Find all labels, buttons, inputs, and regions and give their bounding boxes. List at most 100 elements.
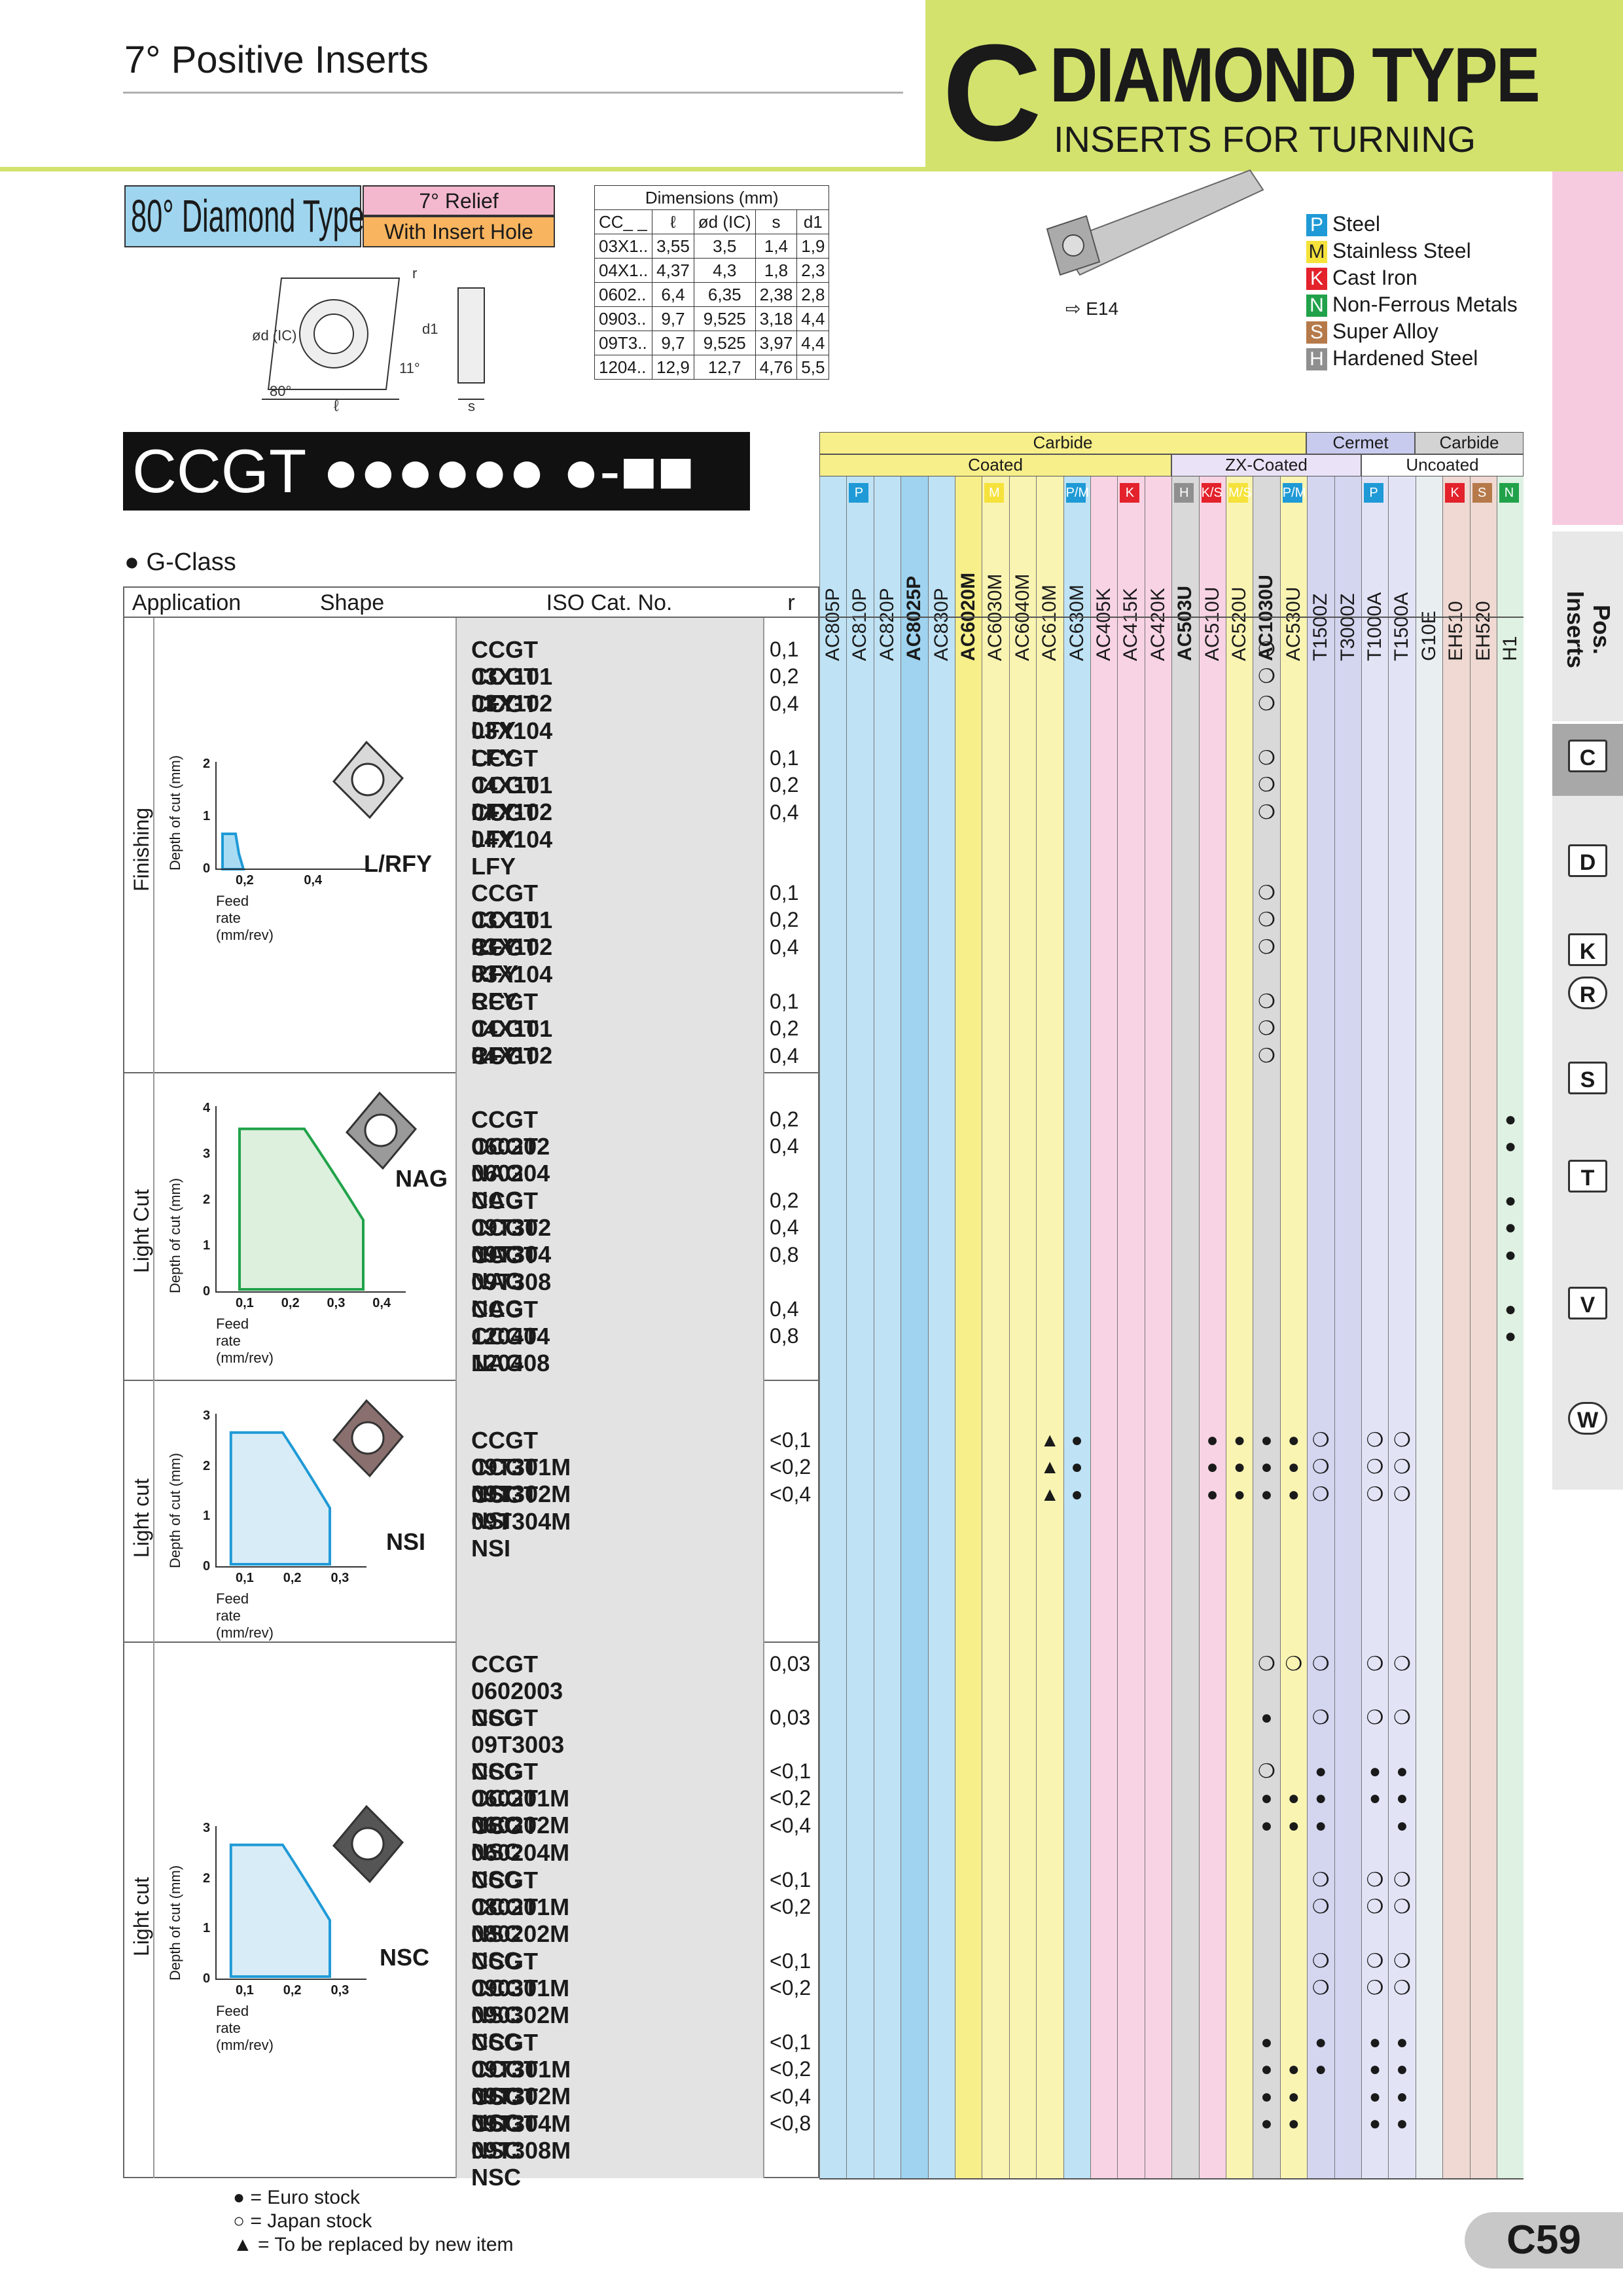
tab-letter-c[interactable]: C [1568,740,1607,772]
grade-column-band [1415,476,1443,2178]
grade-column-band [1117,476,1145,2178]
availability-mark: ❍ [1393,1653,1411,1675]
grade-label: AC530U [1282,586,1304,661]
class-key-chip: K [1445,483,1465,503]
grade-label: AC630M [1065,584,1088,661]
dim-cell: 0602.. [594,282,653,307]
iso-cat-no: CCGT 09T302M NSI [471,1454,571,1535]
grade-label: H1 [1499,636,1521,661]
graph-ytick: 3 [203,1821,211,1835]
tab-letter-v[interactable]: V [1568,1287,1607,1319]
r-label: r [412,265,417,281]
grade-column-band [1144,476,1172,2178]
grade-column-band [1469,476,1497,2178]
iso-cat-no: CCGT 04X101 LFY [471,745,553,825]
material-key: M [1306,241,1327,263]
d1-label: d1 [422,321,438,337]
dim-cell: 3,18 [755,306,798,331]
corner-radius: 0,2 [770,908,799,932]
grade-column-band [873,476,901,2178]
availability-mark: ● [1396,2112,1408,2134]
grade-label: AC405K [1093,588,1115,661]
iso-cat-no: CCGT 03X102 LFY [471,663,553,744]
tab-letter-d[interactable]: D [1568,844,1607,877]
availability-mark: ❍ [1257,1018,1275,1040]
availability-mark: ● [1260,1707,1273,1729]
graph-ytick: 1 [203,1238,211,1253]
tab-letter-t[interactable]: T [1568,1160,1607,1193]
grade-column-band [1442,476,1470,2178]
material-label: Stainless Steel [1332,239,1471,262]
tab-letter-k[interactable]: K [1568,933,1607,966]
class-key-chip: K [1120,483,1140,503]
graph-xtick: 0,4 [304,873,323,888]
header-right-band [925,0,1623,171]
graph-ytick: 3 [203,1408,211,1423]
r-divider [763,1381,764,1643]
tab-letter-r[interactable]: R [1568,977,1607,1009]
iso-cat-no: CCGT 09T302M NSC [471,2056,571,2137]
graph-ytick: 0 [203,1971,211,1986]
availability-mark: ● [1071,1429,1083,1451]
tab-letter-w[interactable]: W [1568,1402,1607,1435]
availability-mark: ● [1368,1787,1382,1810]
availability-mark: ❍ [1257,1761,1275,1782]
grade-column-band [1036,476,1063,2178]
availability-mark: ● [1260,2058,1273,2081]
graph-ytick: 1 [203,809,211,823]
section-subtitle: INSERTS FOR TURNING [1054,118,1476,160]
availability-mark: ❍ [1366,1869,1384,1891]
iso-cat-no: CCGT 09T302 NAG [471,1187,552,1268]
grade-label: AC503U [1174,585,1196,661]
hole-label: With Insert Hole [363,216,555,247]
dim-cell: 9,525 [693,306,756,331]
iso-cell-bg [455,1643,763,2178]
page-number: C59 [1465,2212,1623,2269]
corner-radius: <0,1 [770,1428,812,1452]
iso-cat-no: CCGT 09T308 NAG [471,1241,552,1322]
availability-mark: ❍ [1393,1456,1411,1479]
tab-letter-s[interactable]: S [1568,1062,1607,1094]
grade-label: T3000Z [1336,593,1359,661]
dim-cell: 2,38 [755,282,798,307]
application-label: Light cut [130,1877,153,1956]
app-divider [153,1643,154,2178]
dim-cell: 1,8 [755,258,798,283]
grade-label: AC420K [1147,588,1169,661]
grade-column-band [982,476,1009,2178]
hdr-zx-coated: ZX-Coated [1171,454,1361,476]
grade-label: AC415K [1120,588,1142,661]
corner-radius: 0,4 [770,1134,799,1158]
grade-label: AC1030U [1255,575,1277,661]
availability-mark: ● [1396,2032,1408,2053]
graph-xtick: 0,1 [236,1983,254,1998]
iso-cat-no: CCGT 060202M NSC [471,1785,570,1866]
availability-mark: ● [1287,1483,1300,1505]
availability-mark: ● [1260,2112,1273,2134]
dim-header-2: ød (IC) [693,209,756,234]
availability-mark: ● [1315,2032,1327,2053]
angle80-label: 80° [270,383,291,399]
tab-pos-inserts[interactable]: Pos. Inserts [1552,531,1623,721]
dim-header-1: ℓ [652,209,694,234]
grade-label: EH520 [1472,601,1494,661]
shape-name: NAG [395,1165,448,1192]
corner-radius: 0,1 [770,990,799,1013]
availability-mark: ❍ [1393,1483,1411,1505]
class-key-chip: P [849,483,869,503]
availability-mark: ● [1504,1325,1517,1348]
iso-cat-no: CCGT 090302M NSC [471,1975,570,2056]
availability-mark: ● [1071,1456,1083,1479]
availability-mark: ● [1396,1814,1408,1837]
legend-japan: ○ = Japan stock [233,2210,372,2232]
availability-mark: ● [1233,1456,1246,1479]
dim-cell: 09T3.. [594,331,653,355]
availability-mark: ❍ [1366,1483,1384,1505]
graph-ylabel: Depth of cut (mm) [167,1452,183,1568]
dim-cell: 4,4 [796,306,830,331]
graph-ytick: 3 [203,1147,211,1161]
shape-name: NSC [380,1944,430,1971]
